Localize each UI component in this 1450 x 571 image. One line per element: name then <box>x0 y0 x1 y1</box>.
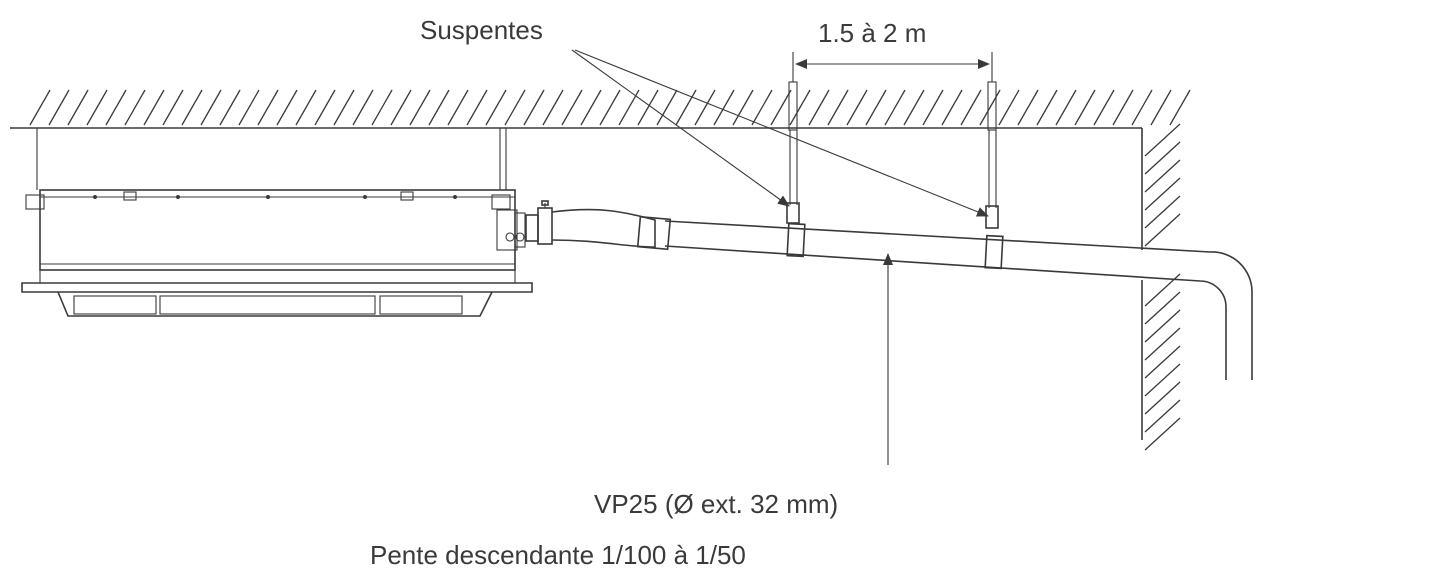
hatch-line <box>200 89 222 126</box>
hatch-line <box>1144 159 1181 193</box>
hatch-line <box>86 89 108 126</box>
hatch-line <box>219 89 241 126</box>
hatch-line <box>789 89 811 126</box>
hatch-line <box>1144 327 1181 361</box>
hatch-line <box>694 89 716 126</box>
hatch-line <box>390 89 412 126</box>
hatch-line <box>105 89 127 126</box>
hatch-line <box>1055 89 1077 126</box>
hatch-line <box>485 89 507 126</box>
hatch-line <box>428 89 450 126</box>
hatch-line <box>941 89 963 126</box>
hatch-line <box>67 89 89 126</box>
hatch-line <box>29 89 51 126</box>
spacing-label: 1.5 à 2 m <box>818 18 926 48</box>
hanger-1 <box>786 81 800 224</box>
hatch-line <box>1144 381 1181 415</box>
hatch-line <box>181 89 203 126</box>
hatch-line <box>542 89 564 126</box>
hatch-line <box>827 89 849 126</box>
hatch-line <box>618 89 640 126</box>
hatch-line <box>960 89 982 126</box>
hatch-line <box>1144 417 1181 451</box>
hatch-line <box>1144 177 1181 211</box>
hatch-line <box>333 89 355 126</box>
hatch-line <box>979 89 1001 126</box>
hatch-line <box>1144 345 1181 379</box>
hatch-line <box>770 89 792 126</box>
hatch-line <box>143 89 165 126</box>
hatch-line <box>1144 399 1181 433</box>
hatch-line <box>1131 89 1153 126</box>
hatch-line <box>884 89 906 126</box>
drain-pipe <box>664 220 1253 380</box>
hatch-line <box>922 89 944 126</box>
hatch-line <box>314 89 336 126</box>
drain-hose <box>525 200 672 251</box>
slope-label: Pente descendante 1/100 à 1/50 <box>370 540 746 570</box>
hatch-line <box>276 89 298 126</box>
hatch-line <box>295 89 317 126</box>
hatch-line <box>1036 89 1058 126</box>
hatch-line <box>466 89 488 126</box>
hatch-line <box>1017 89 1039 126</box>
hatch-line <box>1144 363 1181 397</box>
hatch-line <box>257 89 279 126</box>
hatch-line <box>656 89 678 126</box>
hatch-line <box>675 89 697 126</box>
hatch-line <box>732 89 754 126</box>
hatch-line <box>1144 309 1181 343</box>
hatch-line <box>1144 123 1181 157</box>
hatch-line <box>238 89 260 126</box>
hatch-line <box>1074 89 1096 126</box>
hatch-line <box>504 89 526 126</box>
hatch-line <box>808 89 830 126</box>
hatch-line <box>1169 89 1191 126</box>
hatch-line <box>865 89 887 126</box>
hatch-line <box>903 89 925 126</box>
hatch-line <box>1144 141 1181 175</box>
hatch-line <box>409 89 431 126</box>
pipe-hangers <box>786 81 999 229</box>
hatch-line <box>162 89 184 126</box>
hatch-line <box>124 89 146 126</box>
hatch-line <box>713 89 735 126</box>
hatch-line <box>580 89 602 126</box>
hatch-line <box>751 89 773 126</box>
hatch-line <box>523 89 545 126</box>
hatch-line <box>1144 291 1181 325</box>
wall-hatch <box>1144 123 1181 451</box>
pipe-spec-label: VP25 (Ø ext. 32 mm) <box>594 489 838 519</box>
spacing-dimension <box>792 52 993 82</box>
hatch-line <box>599 89 621 126</box>
ceiling-hatch <box>29 89 1191 126</box>
hatch-line <box>1093 89 1115 126</box>
wall <box>1141 123 1181 451</box>
hatch-line <box>48 89 70 126</box>
hatch-line <box>1144 195 1181 229</box>
hatch-line <box>447 89 469 126</box>
hatch-line <box>1112 89 1134 126</box>
hangers-label: Suspentes <box>420 15 543 45</box>
hatch-line <box>561 89 583 126</box>
indoor-unit <box>21 128 533 317</box>
hatch-line <box>637 89 659 126</box>
leader-lines <box>571 49 989 465</box>
hatch-line <box>371 89 393 126</box>
ceiling-slab <box>10 89 1191 129</box>
hatch-line <box>352 89 374 126</box>
hatch-line <box>998 89 1020 126</box>
hatch-line <box>846 89 868 126</box>
hatch-line <box>1144 213 1181 247</box>
hatch-line <box>1150 89 1172 126</box>
